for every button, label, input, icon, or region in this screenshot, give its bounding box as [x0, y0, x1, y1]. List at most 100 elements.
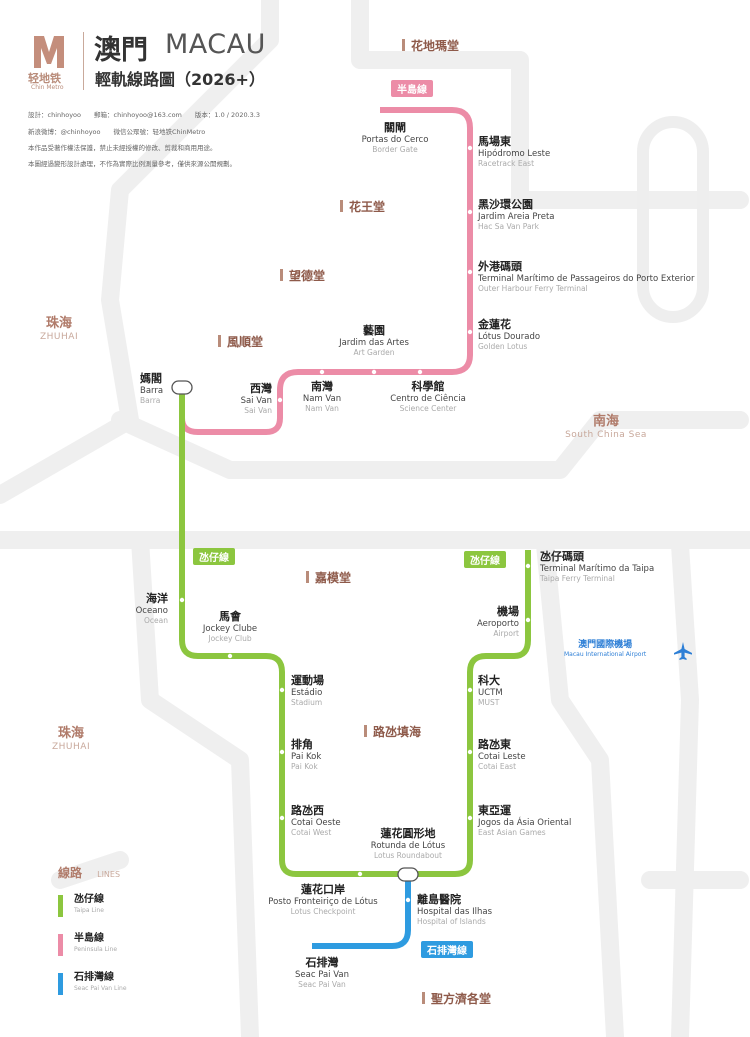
station-name-pt: Posto Fronteiriço de Lótus [268, 896, 378, 907]
district-label: 望德堂 [280, 267, 325, 284]
station-name-zh: 科大 [478, 674, 500, 687]
station-name-en: Taipa Ferry Terminal [540, 574, 615, 584]
station-cotai-oeste[interactable]: 路氹西 Cotai Oeste Cotai West [291, 804, 341, 838]
station-name-pt: UCTM [478, 687, 503, 698]
station-name-zh: 路氹東 [478, 738, 511, 751]
station-portas-do-cerco[interactable]: 關閘 Portas do Cerco Border Gate [362, 121, 429, 155]
credit-line: 設計：chinhoyoo 郵箱：chinhoyoo@163.com 版本：1.0… [28, 111, 260, 119]
station-name-en: Pai Kok [291, 762, 318, 772]
station-nam-van[interactable]: 南灣 Nam Van Nam Van [303, 380, 341, 414]
station-name-zh: 蓮花口岸 [300, 883, 345, 896]
station-name-zh: 馬會 [219, 610, 241, 623]
station-dot-posto [357, 871, 363, 877]
region-zhuhai-south: 珠海 ZHUHAI [52, 726, 90, 754]
station-name-zh: 黑沙環公園 [478, 198, 533, 211]
station-name-zh: 氹仔碼頭 [540, 550, 584, 563]
legend-item: 半島線 Peninsula Line [74, 933, 117, 953]
station-rotunda-de-lotus[interactable]: 蓮花圓形地 Rotunda de Lótus Lotus Roundabout [371, 827, 445, 861]
header-divider [83, 32, 84, 90]
station-name-pt: Rotunda de Lótus [370, 840, 446, 851]
station-name-pt: Barra [140, 385, 164, 396]
station-name-en: Outer Harbour Ferry Terminal [478, 284, 588, 294]
station-sai-van[interactable]: 西灣 Sai Van Sai Van [241, 382, 272, 416]
station-name-zh: 蓮花圓形地 [380, 827, 436, 840]
station-hipodromo-leste[interactable]: 馬場東 Hipódromo Leste Racetrack East [478, 135, 550, 169]
station-hospital-das-ilhas[interactable]: 離島醫院 Hospital das Ilhas Hospital of Isla… [417, 893, 492, 927]
legend-item-name: 石排灣線 [74, 972, 114, 983]
station-posto-fronteirico[interactable]: 蓮花口岸 Posto Fronteiriço de Lótus Lotus Ch… [268, 883, 377, 917]
station-jockey-clube[interactable]: 馬會 Jockey Clube Jockey Club [203, 610, 257, 644]
logo-text: 轻地铁 [28, 72, 61, 85]
station-outer-harbour-ferry[interactable]: 外港碼頭 Terminal Marítimo de Passageiros do… [478, 260, 694, 294]
station-dot-uctm [467, 687, 473, 693]
station-dot-hipodromo [467, 145, 473, 151]
station-name-en: Cotai East [478, 762, 517, 772]
station-dot-jockey [227, 653, 233, 659]
station-name-en: Border Gate [372, 145, 418, 155]
station-name-en: Jockey Club [208, 634, 252, 644]
station-cotai-leste[interactable]: 路氹東 Cotai Leste Cotai East [478, 738, 526, 772]
taipa-line-badge: 氹仔線 [193, 548, 235, 565]
region-name: 珠海 [46, 316, 73, 331]
interchange-barra [171, 380, 193, 395]
legend-title-en: LINES [97, 870, 121, 879]
station-name-en: Nam Van [305, 404, 339, 414]
station-jardim-das-artes[interactable]: 藝園 Jardim das Artes Art Garden [339, 324, 409, 358]
district-label: 風順堂 [218, 333, 263, 350]
station-name-zh: 東亞運 [478, 804, 511, 817]
station-lotus-dourado[interactable]: 金蓮花 Lótus Dourado Golden Lotus [478, 318, 540, 352]
station-jardim-areia-preta[interactable]: 黑沙環公園 Jardim Areia Preta Hac Sa Van Park [478, 198, 554, 232]
station-name-en: Sai Van [244, 406, 272, 416]
district-label: 花王堂 [340, 198, 385, 215]
logo-mark [34, 36, 64, 68]
station-dot-jogos [467, 815, 473, 821]
station-dot-cotai-oeste [279, 815, 285, 821]
region-name-en: South China Sea [565, 430, 647, 441]
station-dots [179, 145, 531, 903]
station-estadio[interactable]: 運動場 Estádio Stadium [291, 674, 324, 708]
station-jogos-da-asia[interactable]: 東亞運 Jogos da Ásia Oriental East Asian Ga… [478, 804, 571, 838]
station-seac-pai-van[interactable]: 石排灣 Seac Pai Van Seac Pai Van [295, 956, 349, 990]
title-chinese: 澳門 [94, 35, 148, 66]
airport-name: 澳門國際機場 [578, 640, 633, 650]
station-dot-artes [371, 369, 377, 375]
station-name-en: Barra [140, 396, 161, 406]
station-name-zh: 海洋 [146, 592, 168, 605]
station-dot-taipa-ferry [525, 563, 531, 569]
station-dot-ciencia [417, 369, 423, 375]
station-uctm[interactable]: 科大 UCTM MUST [478, 674, 503, 708]
station-name-pt: Terminal Marítimo de Passageiros do Port… [478, 273, 695, 284]
station-dot-aeroporto [525, 617, 531, 623]
station-name-pt: Terminal Marítimo da Taipa [540, 563, 655, 574]
station-aeroporto[interactable]: 機場 Aeroporto Airport [477, 605, 519, 639]
peninsula-line-badge: 半島線 [391, 80, 433, 97]
seacpaivan-line-badge: 石排灣線 [421, 941, 473, 958]
station-name-pt: Jardim Areia Preta [478, 211, 555, 222]
title-english: MACAU [165, 29, 266, 60]
region-name: 南海 [592, 414, 620, 429]
station-name-zh: 媽閣 [140, 372, 162, 385]
station-taipa-ferry-terminal[interactable]: 氹仔碼頭 Terminal Marítimo da Taipa Taipa Fe… [540, 550, 654, 584]
station-name-zh: 南灣 [311, 380, 333, 393]
station-centro-de-ciencia[interactable]: 科學館 Centro de Ciência Science Center [390, 380, 466, 414]
legend-item: 氹仔線 Taipa Line [74, 894, 104, 914]
district-label: 嘉模堂 [306, 569, 351, 586]
station-name-pt: Seac Pai Van [295, 969, 349, 980]
legend-item-name: 半島線 [74, 933, 104, 944]
credit-line: 本作品受著作權法保護，禁止未經授權的修改、剪裁和商用用途。 [28, 144, 217, 152]
station-name-zh: 外港碼頭 [478, 260, 522, 273]
logo-subtext: Chin Metro [31, 84, 64, 91]
station-name-en: Lotus Checkpoint [290, 907, 356, 917]
station-name-pt: Hospital das Ilhas [417, 906, 493, 917]
station-name-zh: 路氹西 [291, 804, 324, 817]
station-barra[interactable]: 媽閣 Barra Barra [140, 372, 163, 406]
station-pai-kok[interactable]: 排角 Pai Kok Pai Kok [291, 738, 321, 772]
legend-item-name-en: Seac Pai Van Line [74, 984, 127, 992]
station-dot-paikok [279, 749, 285, 755]
region-name-en: ZHUHAI [52, 742, 91, 753]
station-name-en: Science Center [399, 404, 457, 414]
taipa-line-badge: 氹仔線 [464, 551, 506, 568]
airplane-icon [674, 642, 692, 660]
station-oceano[interactable]: 海洋 Oceano Ocean [136, 592, 168, 626]
